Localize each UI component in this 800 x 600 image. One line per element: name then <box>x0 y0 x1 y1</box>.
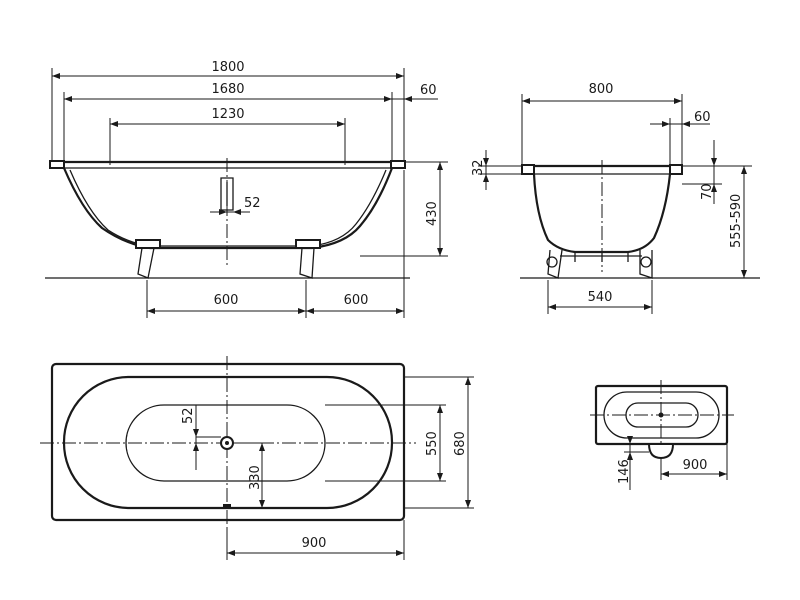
tub-body-inner <box>69 169 387 247</box>
dim-label-end-rim-60: 60 <box>694 110 711 125</box>
arrow <box>682 121 690 127</box>
small-plan-overflow <box>647 443 675 460</box>
arrow <box>233 209 241 215</box>
arrow <box>384 96 392 102</box>
arrow <box>337 121 345 127</box>
arrow <box>483 174 489 182</box>
rim-ends <box>49 160 406 169</box>
small-plan-view: 146 900 <box>590 380 734 490</box>
end-elevation-view: 800 60 32 70 555-590 540 <box>471 82 760 314</box>
label-bg <box>208 58 248 74</box>
tub-body-outline <box>62 167 394 250</box>
arrow <box>52 73 60 79</box>
dim-label-plan-900: 900 <box>302 536 327 551</box>
dim-label-146: 146 <box>617 459 632 484</box>
arrow <box>259 443 265 451</box>
arrow <box>110 121 118 127</box>
arrow <box>437 405 443 413</box>
arrow <box>219 209 227 215</box>
arrow <box>437 248 443 256</box>
dim-label-70: 70 <box>700 183 715 200</box>
arrow <box>437 162 443 170</box>
foot-left <box>137 247 155 279</box>
plan-bottom-outline <box>125 404 326 482</box>
arrow <box>661 471 669 477</box>
dim-label-600-right: 600 <box>344 293 369 308</box>
arrow <box>627 452 633 460</box>
dim-label-680: 680 <box>453 431 468 456</box>
arrow <box>396 73 404 79</box>
label-bg <box>208 81 248 97</box>
arrow <box>64 96 72 102</box>
dim-label-1680: 1680 <box>211 82 244 97</box>
dim-label-plan-52: 52 <box>181 407 196 424</box>
arrow <box>674 98 682 104</box>
arrow <box>741 166 747 174</box>
arrow <box>719 471 727 477</box>
arrow <box>711 158 717 166</box>
arrow <box>259 500 265 508</box>
foot-bracket-right <box>295 239 321 249</box>
dim-label-555-590: 555-590 <box>729 194 744 248</box>
overflow-marker <box>223 504 231 509</box>
plan-outer-rim <box>50 362 406 522</box>
dim-label-1800: 1800 <box>211 60 244 75</box>
arrow <box>662 121 670 127</box>
side-elevation-view: 1800 1680 60 1230 52 430 <box>45 58 448 318</box>
end-foot-left <box>547 249 563 279</box>
dim-label-600-left: 600 <box>214 293 239 308</box>
arrow <box>644 304 652 310</box>
dim-label-small-900: 900 <box>683 458 708 473</box>
arrow <box>404 96 412 102</box>
arrow <box>465 500 471 508</box>
arrow <box>522 98 530 104</box>
arrow <box>741 270 747 278</box>
label-bg <box>208 105 248 121</box>
arrow <box>147 308 155 314</box>
dim-label-800: 800 <box>589 82 614 97</box>
arrow <box>306 308 314 314</box>
end-support-frame <box>560 252 642 262</box>
arrow <box>298 308 306 314</box>
arrow <box>437 473 443 481</box>
dim-label-550: 550 <box>425 431 440 456</box>
overflow-fitting <box>220 177 234 211</box>
arrow <box>711 184 717 192</box>
foot-right <box>299 247 315 279</box>
plan-view: 52 330 550 680 900 <box>40 356 474 560</box>
dim-label-32: 32 <box>471 159 486 176</box>
arrow <box>465 377 471 385</box>
dim-label-540: 540 <box>588 290 613 305</box>
arrow <box>548 304 556 310</box>
foot-bracket-left <box>135 239 161 249</box>
small-drain <box>658 412 664 418</box>
end-foot-right <box>639 250 653 279</box>
dim-label-430: 430 <box>425 201 440 226</box>
dim-label-outlet-52: 52 <box>244 196 261 211</box>
arrow <box>483 158 489 166</box>
arrow <box>193 443 199 451</box>
dim-label-330: 330 <box>248 465 263 490</box>
arrow <box>396 550 404 556</box>
end-foot-detail <box>640 256 652 268</box>
drain-centre <box>225 441 229 445</box>
arrow <box>193 429 199 437</box>
arrow <box>227 550 235 556</box>
dim-label-rim-60: 60 <box>420 83 437 98</box>
dim-label-1230: 1230 <box>211 107 244 122</box>
arrow <box>396 308 404 314</box>
end-foot-detail <box>546 256 558 268</box>
arrow <box>627 436 633 444</box>
